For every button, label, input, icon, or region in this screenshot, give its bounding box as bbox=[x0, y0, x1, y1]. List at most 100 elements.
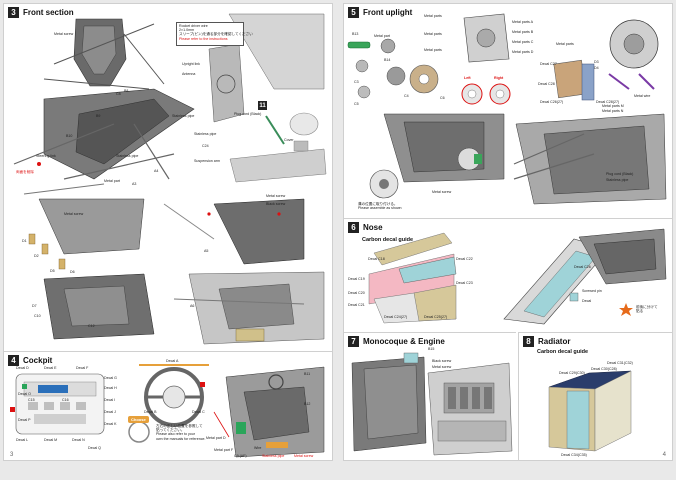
label: Stainless pipe bbox=[194, 132, 217, 136]
section-number: 4 bbox=[8, 355, 19, 366]
part-code: C3 bbox=[354, 80, 359, 84]
front-chassis-illustration bbox=[13, 13, 327, 345]
section-number: 7 bbox=[348, 336, 359, 347]
section-number: 6 bbox=[348, 222, 359, 233]
part-code: A4 bbox=[154, 169, 159, 173]
label: Metal parts bbox=[556, 42, 574, 46]
section-number: 8 bbox=[523, 336, 534, 347]
cockpit-illustration bbox=[10, 364, 325, 458]
label: Metal part bbox=[374, 34, 390, 38]
label: Antenna bbox=[182, 72, 196, 76]
decal-label: Decal C22 bbox=[456, 257, 473, 261]
label: Metal parts A bbox=[512, 20, 533, 24]
decal-label: Decal bbox=[582, 299, 592, 303]
section-monocoque-engine: 7 Monocoque & Engine Black screw Metal s… bbox=[344, 332, 516, 461]
part-code: A6 bbox=[190, 304, 195, 308]
decal-label: Decal I bbox=[104, 398, 116, 402]
label: Plug cord (Black) bbox=[606, 172, 634, 176]
section-title: Radiator bbox=[538, 337, 571, 346]
part-code: C24 bbox=[202, 144, 209, 148]
decal-label: Decal E bbox=[44, 366, 57, 370]
label: Metal screw bbox=[432, 190, 452, 194]
label: Wire bbox=[254, 446, 262, 450]
section-front: 3 Front section bbox=[4, 4, 332, 349]
right-label: Right bbox=[494, 76, 504, 80]
label: Metal parts bbox=[424, 32, 442, 36]
decal-label: Decal D bbox=[16, 366, 29, 370]
part-code: B10 bbox=[66, 134, 73, 138]
decal-label: Decal K bbox=[104, 422, 117, 426]
decal-label: Decal B bbox=[144, 410, 157, 414]
label: Metal screw bbox=[54, 32, 74, 36]
radiator-subtitle: Carbon decal guide bbox=[537, 349, 589, 355]
step-badge: 11 bbox=[258, 101, 267, 110]
choose-badge: Choose bbox=[128, 416, 149, 423]
decal-label: Decal J bbox=[104, 410, 116, 414]
label: Metal part F bbox=[214, 448, 234, 452]
label: Metal parts D bbox=[512, 50, 534, 54]
part-code: D5 bbox=[50, 269, 55, 273]
decal-label: Decal H bbox=[104, 386, 117, 390]
decal-label: Decal C bbox=[192, 410, 205, 414]
upright-note: 溝の位置に取り付ける。 Please assemble as shown bbox=[358, 202, 402, 211]
part-code: C6 bbox=[440, 96, 445, 100]
part-code: C15 bbox=[28, 398, 35, 402]
label: Stainless pipe bbox=[606, 178, 629, 182]
decal-label: Decal C30(C28) bbox=[591, 367, 617, 371]
part-code: B15 bbox=[428, 347, 435, 351]
decal-label: Decal M bbox=[44, 438, 58, 442]
label: Stainless pipe bbox=[172, 114, 195, 118]
section-cockpit: 4 Cockpit bbox=[4, 351, 332, 461]
decal-label: Decal C34(C35) bbox=[561, 453, 587, 457]
label: Metal screw bbox=[432, 365, 452, 369]
label: Metal part bbox=[104, 179, 120, 183]
part-code: D6 bbox=[70, 270, 75, 274]
decal-label: Decal C19 bbox=[348, 277, 365, 281]
decal-label: Decal C24(27) bbox=[384, 315, 408, 319]
monocoque-illustration bbox=[351, 352, 513, 456]
section-title: Front uplight bbox=[363, 8, 413, 17]
decal-label: Decal C29(C30) bbox=[559, 371, 585, 375]
section-title: Cockpit bbox=[23, 356, 53, 365]
left-label: Left bbox=[464, 76, 471, 80]
label: Steering link bbox=[36, 154, 56, 158]
page-number: 4 bbox=[662, 452, 666, 458]
part-code: C8 bbox=[116, 92, 121, 96]
part-code: B12 bbox=[304, 402, 311, 406]
decal-label: Decal N bbox=[72, 438, 85, 442]
part-code: B9 bbox=[96, 114, 101, 118]
part-code: C12 bbox=[88, 324, 95, 328]
part-code: A5 bbox=[204, 249, 209, 253]
label: Metal parts bbox=[424, 14, 442, 18]
part-code: C10 bbox=[34, 314, 41, 318]
part-code: D4 bbox=[594, 66, 599, 70]
decal-label: Decal P bbox=[18, 418, 31, 422]
nose-illustration bbox=[368, 228, 667, 325]
cockpit-note: 左右の正しい位置を参照して 貼ってください。 Please also refer… bbox=[156, 424, 206, 441]
label: Black screw bbox=[266, 202, 286, 206]
label: Plug cord (Black) bbox=[234, 112, 262, 116]
decal-label: Decal C25(27) bbox=[424, 315, 448, 319]
decal-label: Decal A bbox=[166, 359, 179, 363]
decal-label: Decal C23 bbox=[456, 281, 473, 285]
label: Stainless pipe bbox=[116, 154, 139, 158]
decal-label: Decal C21 bbox=[348, 303, 365, 307]
warning-label: 両面を削除 bbox=[16, 170, 34, 174]
part-code: C4 bbox=[404, 94, 409, 98]
part-code: B8 bbox=[124, 89, 129, 93]
section-number: 5 bbox=[348, 7, 359, 18]
part-code: D7 bbox=[32, 304, 37, 308]
page-number: 3 bbox=[10, 452, 14, 458]
right-page: 5 Front uplight bbox=[343, 3, 673, 461]
section-number: 3 bbox=[8, 7, 19, 18]
section-radiator: 8 Radiator Carbon decal guide Decal C29(… bbox=[518, 332, 673, 461]
label: Metal part D bbox=[206, 436, 226, 440]
label: Cover bbox=[284, 138, 294, 142]
part-code: B11 bbox=[304, 372, 311, 376]
label: Decal C28 bbox=[538, 82, 555, 86]
wire-callout: Rocket driver wire 2×1.0mm スリーブ(ピン)を通る部分… bbox=[176, 22, 253, 46]
label: Decal C28(27) bbox=[596, 100, 620, 104]
label: Metal parts C bbox=[512, 40, 534, 44]
label: Black screw bbox=[432, 359, 452, 363]
section-nose: 6 Nose Carbon decal guide Decal C19 Deca… bbox=[344, 218, 672, 331]
